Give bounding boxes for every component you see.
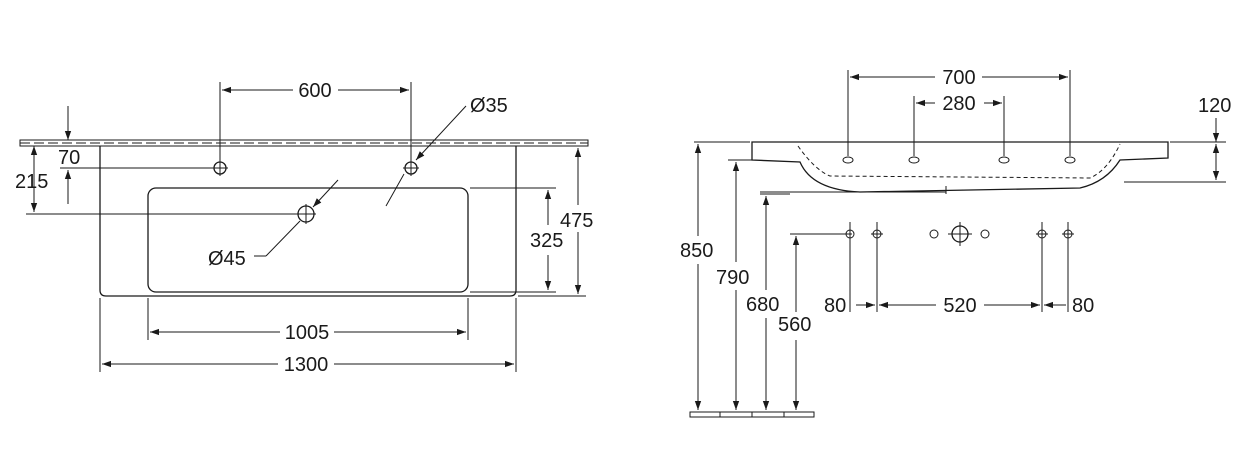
dim-560-label: 560 (778, 314, 811, 336)
dim-80-left-label: 80 (824, 295, 846, 317)
drain-connection (929, 222, 990, 246)
bracket-points (842, 156, 1076, 164)
dim-215-label: 215 (15, 171, 48, 193)
dim-70-label: 70 (58, 147, 80, 169)
wall-fixing-holes (845, 222, 1074, 246)
basin-bowl (147, 187, 469, 293)
dim-325-label: 325 (530, 230, 563, 252)
dim-1005-label: 1005 (285, 322, 330, 344)
dim-120-label: 120 (1198, 95, 1231, 117)
dim-475-label: 475 (560, 210, 593, 232)
dim-80-right-label: 80 (1072, 295, 1094, 317)
dim-700-label: 700 (942, 67, 975, 89)
dim-35-label: Ø35 (470, 95, 508, 117)
dim-850-label: 850 (680, 240, 713, 262)
dim-45-label: Ø45 (208, 248, 246, 270)
dim-600-label: 600 (298, 80, 331, 102)
washbasin-body (751, 141, 1169, 193)
dim-280-label: 280 (942, 93, 975, 115)
dim-790-label: 790 (716, 267, 749, 289)
tap-hole-right (403, 160, 419, 176)
side-view: 700 280 120 850 790 680 (680, 67, 1231, 418)
dim-680-label: 680 (746, 294, 779, 316)
top-view: 600 Ø35 70 215 Ø45 325 475 (15, 80, 593, 376)
dim-520-label: 520 (943, 295, 976, 317)
tap-hole-left (212, 160, 228, 176)
basin-inner-dashed (797, 143, 1121, 179)
dim-1300-label: 1300 (284, 354, 329, 376)
